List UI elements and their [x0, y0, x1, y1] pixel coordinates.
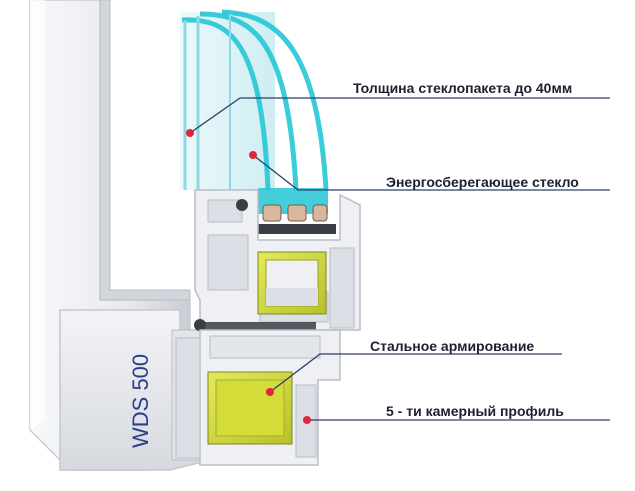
- callout-steel-reinforcement: Стальное армирование: [370, 338, 534, 354]
- steel-reinforcement-upper: [258, 252, 326, 314]
- marker-glazing: [186, 129, 194, 137]
- brand-label: WDS 500: [128, 354, 153, 448]
- steel-reinforcement-lower: [208, 372, 292, 444]
- callout-energy-glass: Энергосберегающее стекло: [386, 174, 579, 190]
- callout-chamber-profile: 5 - ти камерный профиль: [386, 403, 564, 419]
- marker-chamber: [303, 416, 311, 424]
- marker-energy-glass: [249, 151, 257, 159]
- marker-steel: [266, 388, 274, 396]
- callout-glazing-thickness: Толщина стеклопакета до 40мм: [353, 80, 572, 96]
